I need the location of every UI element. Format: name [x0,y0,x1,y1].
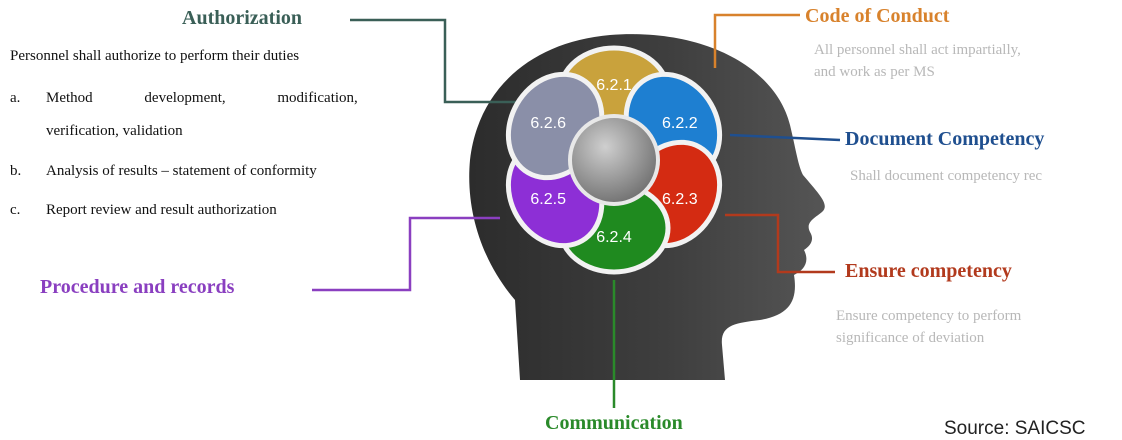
list-text: Method development, modification, [46,90,358,106]
authorization-item-b: b. Analysis of results – statement of con… [10,163,317,180]
document-competency-connector [729,133,841,142]
authorization-item-a-cont: verification, validation [10,123,183,140]
list-marker: a. [10,90,21,106]
petal-label-2: 6.2.2 [662,115,698,132]
procedure-connector [312,216,500,292]
code-of-conduct-line2: and work as per MS [814,64,935,80]
list-marker: b. [10,163,22,179]
ensure-competency-line1: Ensure competency to perform [836,308,1022,324]
authorization-item-a: a. Method development, modification, [10,90,440,107]
petal-label-5: 6.2.5 [530,191,566,208]
authorization-connector [350,18,530,104]
ensure-competency-connector [725,213,835,274]
authorization-intro: Personnel shall authorize to perform the… [10,48,300,64]
code-of-conduct-line1: All personnel shall act impartially, [814,42,1021,58]
list-text: Report review and result authorization [46,202,277,218]
list-marker: c. [10,202,21,218]
procedure-records-title: Procedure and records [40,276,235,298]
petal-label-3: 6.2.3 [662,191,698,208]
authorization-item-c: c. Report review and result authorization [10,202,277,219]
document-competency-line1: Shall document competency rec [850,168,1043,184]
communication-title: Communication [545,412,683,434]
authorization-title: Authorization [182,7,302,29]
source-credit: Source: SAICSC [944,418,1086,439]
ensure-competency-title: Ensure competency [845,260,1012,282]
list-text: verification, validation [46,123,183,139]
petal-label-6: 6.2.6 [530,115,566,132]
code-of-conduct-title: Code of Conduct [805,5,950,27]
code-of-conduct-connector [713,13,800,68]
document-competency-title: Document Competency [845,128,1045,150]
list-text: Analysis of results – statement of confo… [46,163,317,179]
petal-label-1: 6.2.1 [596,77,632,94]
petal-label-4: 6.2.4 [596,229,632,246]
ensure-competency-line2: significance of deviation [836,330,985,346]
center-circle [568,114,660,206]
